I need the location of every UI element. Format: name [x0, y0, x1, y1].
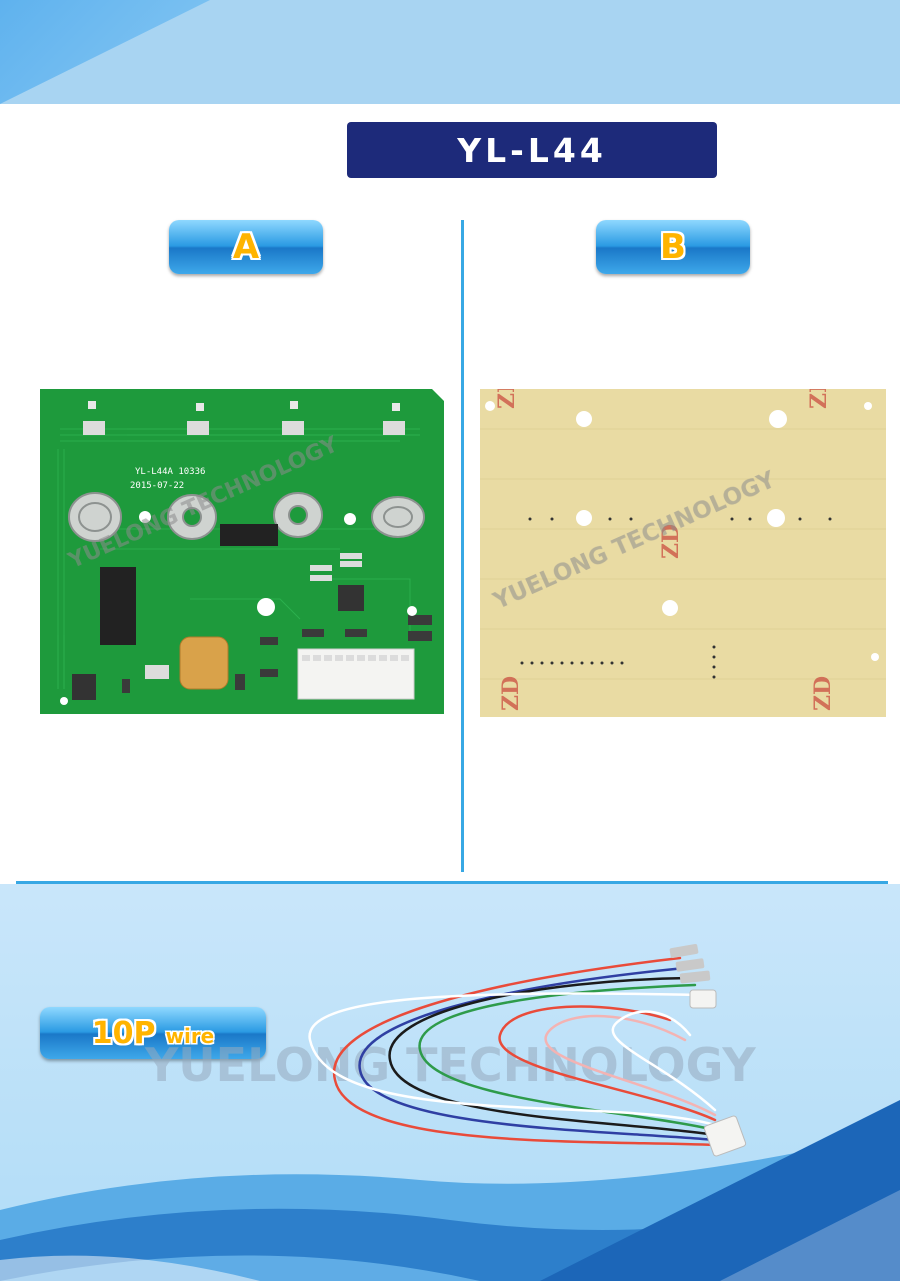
wire-harness-image	[308, 943, 747, 1157]
label-b-text: B	[660, 227, 686, 267]
label-b-badge: B	[596, 220, 750, 274]
model-title-bar: YL-L44	[347, 122, 717, 178]
label-a-text: A	[232, 227, 260, 267]
panel-mark-center: ZD	[658, 524, 684, 559]
panel-mark-bottom-left: ZD	[498, 676, 524, 711]
top-band-triangle	[0, 0, 210, 104]
panel-mark-top-right: ZD	[806, 389, 832, 409]
panel-mark-top-left: ZD	[494, 389, 520, 409]
model-title: YL-L44	[457, 130, 607, 170]
board-a-caption: YL-L44A 10336	[135, 467, 205, 477]
horizontal-divider	[16, 881, 888, 884]
top-band	[0, 0, 900, 104]
wire-label-small: wire	[165, 1024, 215, 1048]
decorative-waves	[0, 1100, 900, 1281]
pcb-board-a-image: YL-L44A 10336 2015-07-22	[40, 389, 444, 714]
label-a-badge: A	[169, 220, 323, 274]
wire-label-big: 10P	[91, 1015, 156, 1051]
board-a-date: 2015-07-22	[130, 481, 184, 491]
wire-label-badge: 10P wire	[40, 1007, 266, 1059]
panel-mark-bottom-right: ZD	[810, 676, 836, 711]
panel-board-b-image: ZD ZD ZD ZD ZD	[480, 389, 886, 717]
vertical-divider	[461, 220, 464, 872]
